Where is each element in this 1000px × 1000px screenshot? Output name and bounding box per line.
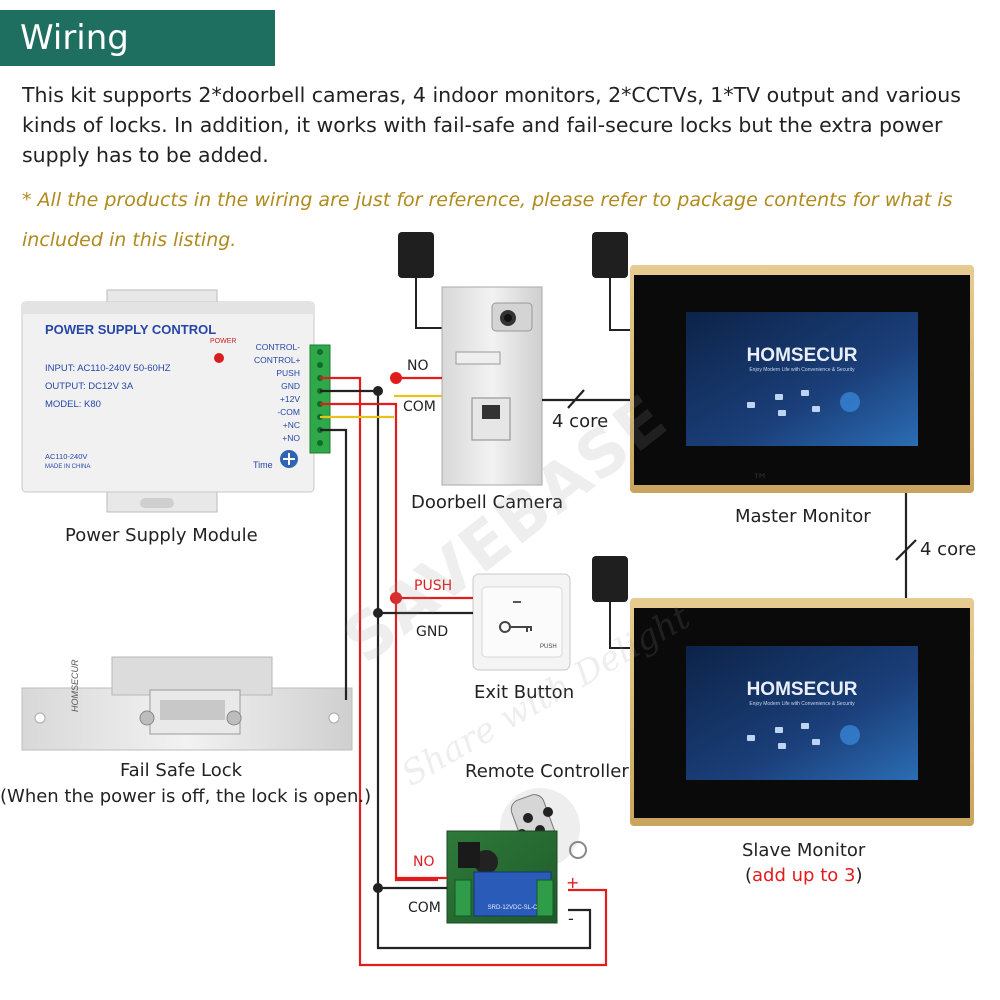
remote-controller [446, 788, 587, 924]
doorbell-wire-com: COM [403, 399, 436, 415]
terminal-labels: CONTROL- CONTROL+ PUSH GND +12V -COM +NC… [254, 341, 301, 445]
remote-wire-com: COM [408, 900, 441, 916]
slave-tagline: Enjoy Modern Life with Convenience & Sec… [749, 701, 855, 707]
terminal-label: PUSH [276, 368, 300, 378]
lock-brand: HOMSECUR [70, 659, 80, 712]
master-tagline: Enjoy Modern Life with Convenience & Sec… [749, 367, 855, 373]
power-supply-ac: AC110-240V [45, 452, 88, 461]
terminal-label: +12V [279, 394, 300, 404]
exit-button [472, 573, 571, 671]
master-caption: Master Monitor [735, 506, 871, 527]
terminal-label: +NO [282, 433, 300, 443]
slave-note-open: ( [745, 865, 753, 886]
slave-note-close: ) [855, 865, 863, 886]
master-link-label: 4 core [920, 539, 977, 560]
terminal-label: GND [281, 381, 300, 391]
doorbell-link-label: 4 core [552, 411, 609, 432]
terminal-label: CONTROL- [255, 342, 300, 352]
power-supply-input: INPUT: AC110-240V 50-60HZ [45, 363, 171, 374]
power-supply-caption: Power Supply Module [65, 525, 258, 546]
page-title: Wiring Diagram [0, 10, 275, 114]
power-supply-module [21, 289, 331, 513]
power-adapter-icon [592, 232, 632, 331]
slave-monitor [630, 598, 974, 826]
power-adapter-icon [398, 232, 444, 329]
intro-text: This kit supports 2*doorbell cameras, 4 … [22, 83, 961, 167]
fail-safe-lock [21, 656, 353, 751]
watermark-tm: ™ [752, 470, 768, 489]
power-supply-made: MADE IN CHINA [45, 464, 91, 470]
slave-caption: Slave Monitor [742, 840, 866, 861]
terminal-label: CONTROL+ [254, 355, 301, 365]
master-monitor [630, 265, 974, 493]
master-brand: HOMSECUR [746, 345, 858, 366]
remote-caption: Remote Controller [465, 761, 629, 782]
wire-junctions [373, 372, 402, 893]
reference-note: * All the products in the wiring are jus… [22, 189, 953, 251]
remote-wire-no: NO [413, 854, 435, 870]
exit-wire-gnd: GND [416, 624, 449, 640]
remote-minus: - [568, 909, 574, 928]
terminal-label: +NC [282, 420, 300, 430]
power-led-icon [214, 353, 224, 363]
lock-caption: Fail Safe Lock [119, 760, 243, 781]
lock-caption-note: (When the power is off, the lock is open… [0, 786, 372, 807]
exit-wire-push: PUSH [414, 578, 453, 594]
relay-label: SRD-12VDC-SL-C [487, 905, 538, 911]
remote-plus: + [566, 873, 580, 892]
terminal-label: -COM [277, 407, 300, 417]
power-led-label: POWER [210, 338, 237, 345]
slave-note-text: add up to 3 [752, 865, 856, 886]
exit-caption: Exit Button [474, 682, 575, 703]
doorbell-wire-no: NO [407, 358, 429, 374]
power-supply-model: MODEL: K80 [45, 399, 101, 410]
power-adapter-icon [592, 556, 632, 649]
doorbell-caption: Doorbell Camera [411, 492, 564, 513]
slave-note: (add up to 3) [745, 865, 862, 886]
wires [320, 376, 917, 967]
doorbell-camera [441, 286, 543, 486]
exit-push-label: PUSH [540, 644, 557, 650]
power-supply-brand: POWER SUPPLY CONTROL [45, 322, 217, 337]
key-icon [499, 621, 532, 633]
slave-brand: HOMSECUR [746, 679, 858, 700]
power-supply-time: Time [253, 460, 273, 470]
power-supply-output: OUTPUT: DC12V 3A [45, 381, 134, 392]
